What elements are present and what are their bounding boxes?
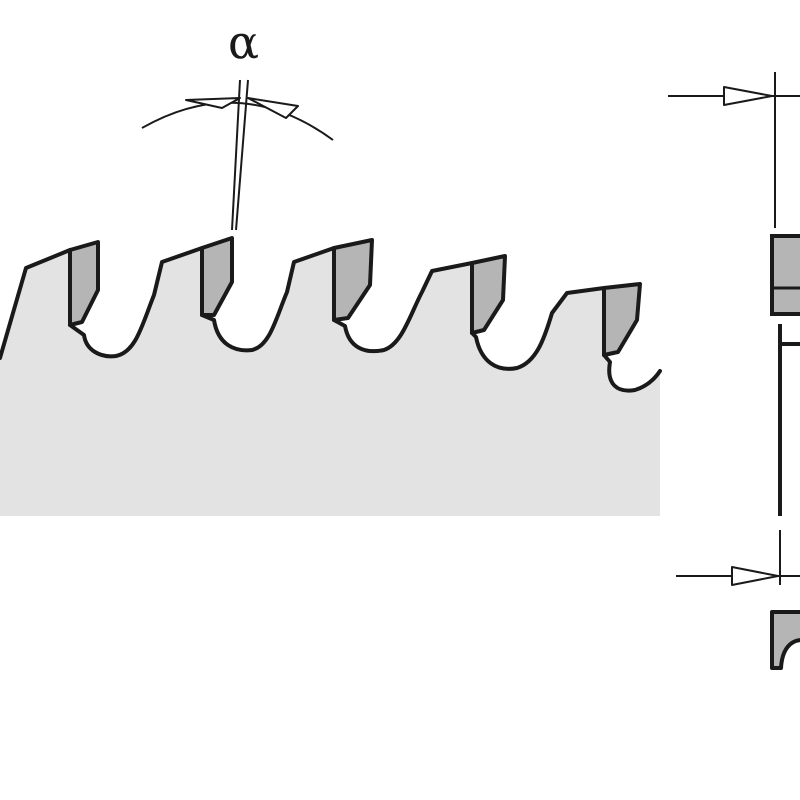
carbide-tip-5	[602, 282, 642, 357]
edge-lower-tip-section	[770, 610, 800, 670]
carbide-tip-1	[68, 240, 100, 327]
angle-leg-right	[235, 79, 249, 231]
blade-edge-view	[668, 72, 800, 670]
dimension-arrow-bottom-icon	[731, 566, 779, 586]
edge-body-section	[778, 324, 800, 516]
carbide-tip-4	[470, 254, 507, 335]
carbide-tip-2	[200, 236, 234, 317]
angle-arrow-right-icon	[247, 97, 299, 119]
angle-label: α	[228, 15, 259, 69]
blade-outline	[0, 246, 662, 393]
carbide-tip-3	[332, 238, 374, 322]
angle-arrow-left-icon	[185, 97, 241, 109]
blade-body	[0, 248, 660, 516]
rake-angle-indicator: α	[141, 15, 334, 231]
angle-leg-left	[231, 79, 241, 231]
edge-tip-section	[770, 234, 800, 316]
blade-side-profile	[0, 236, 662, 516]
dimension-arrow-top-icon	[723, 86, 773, 106]
